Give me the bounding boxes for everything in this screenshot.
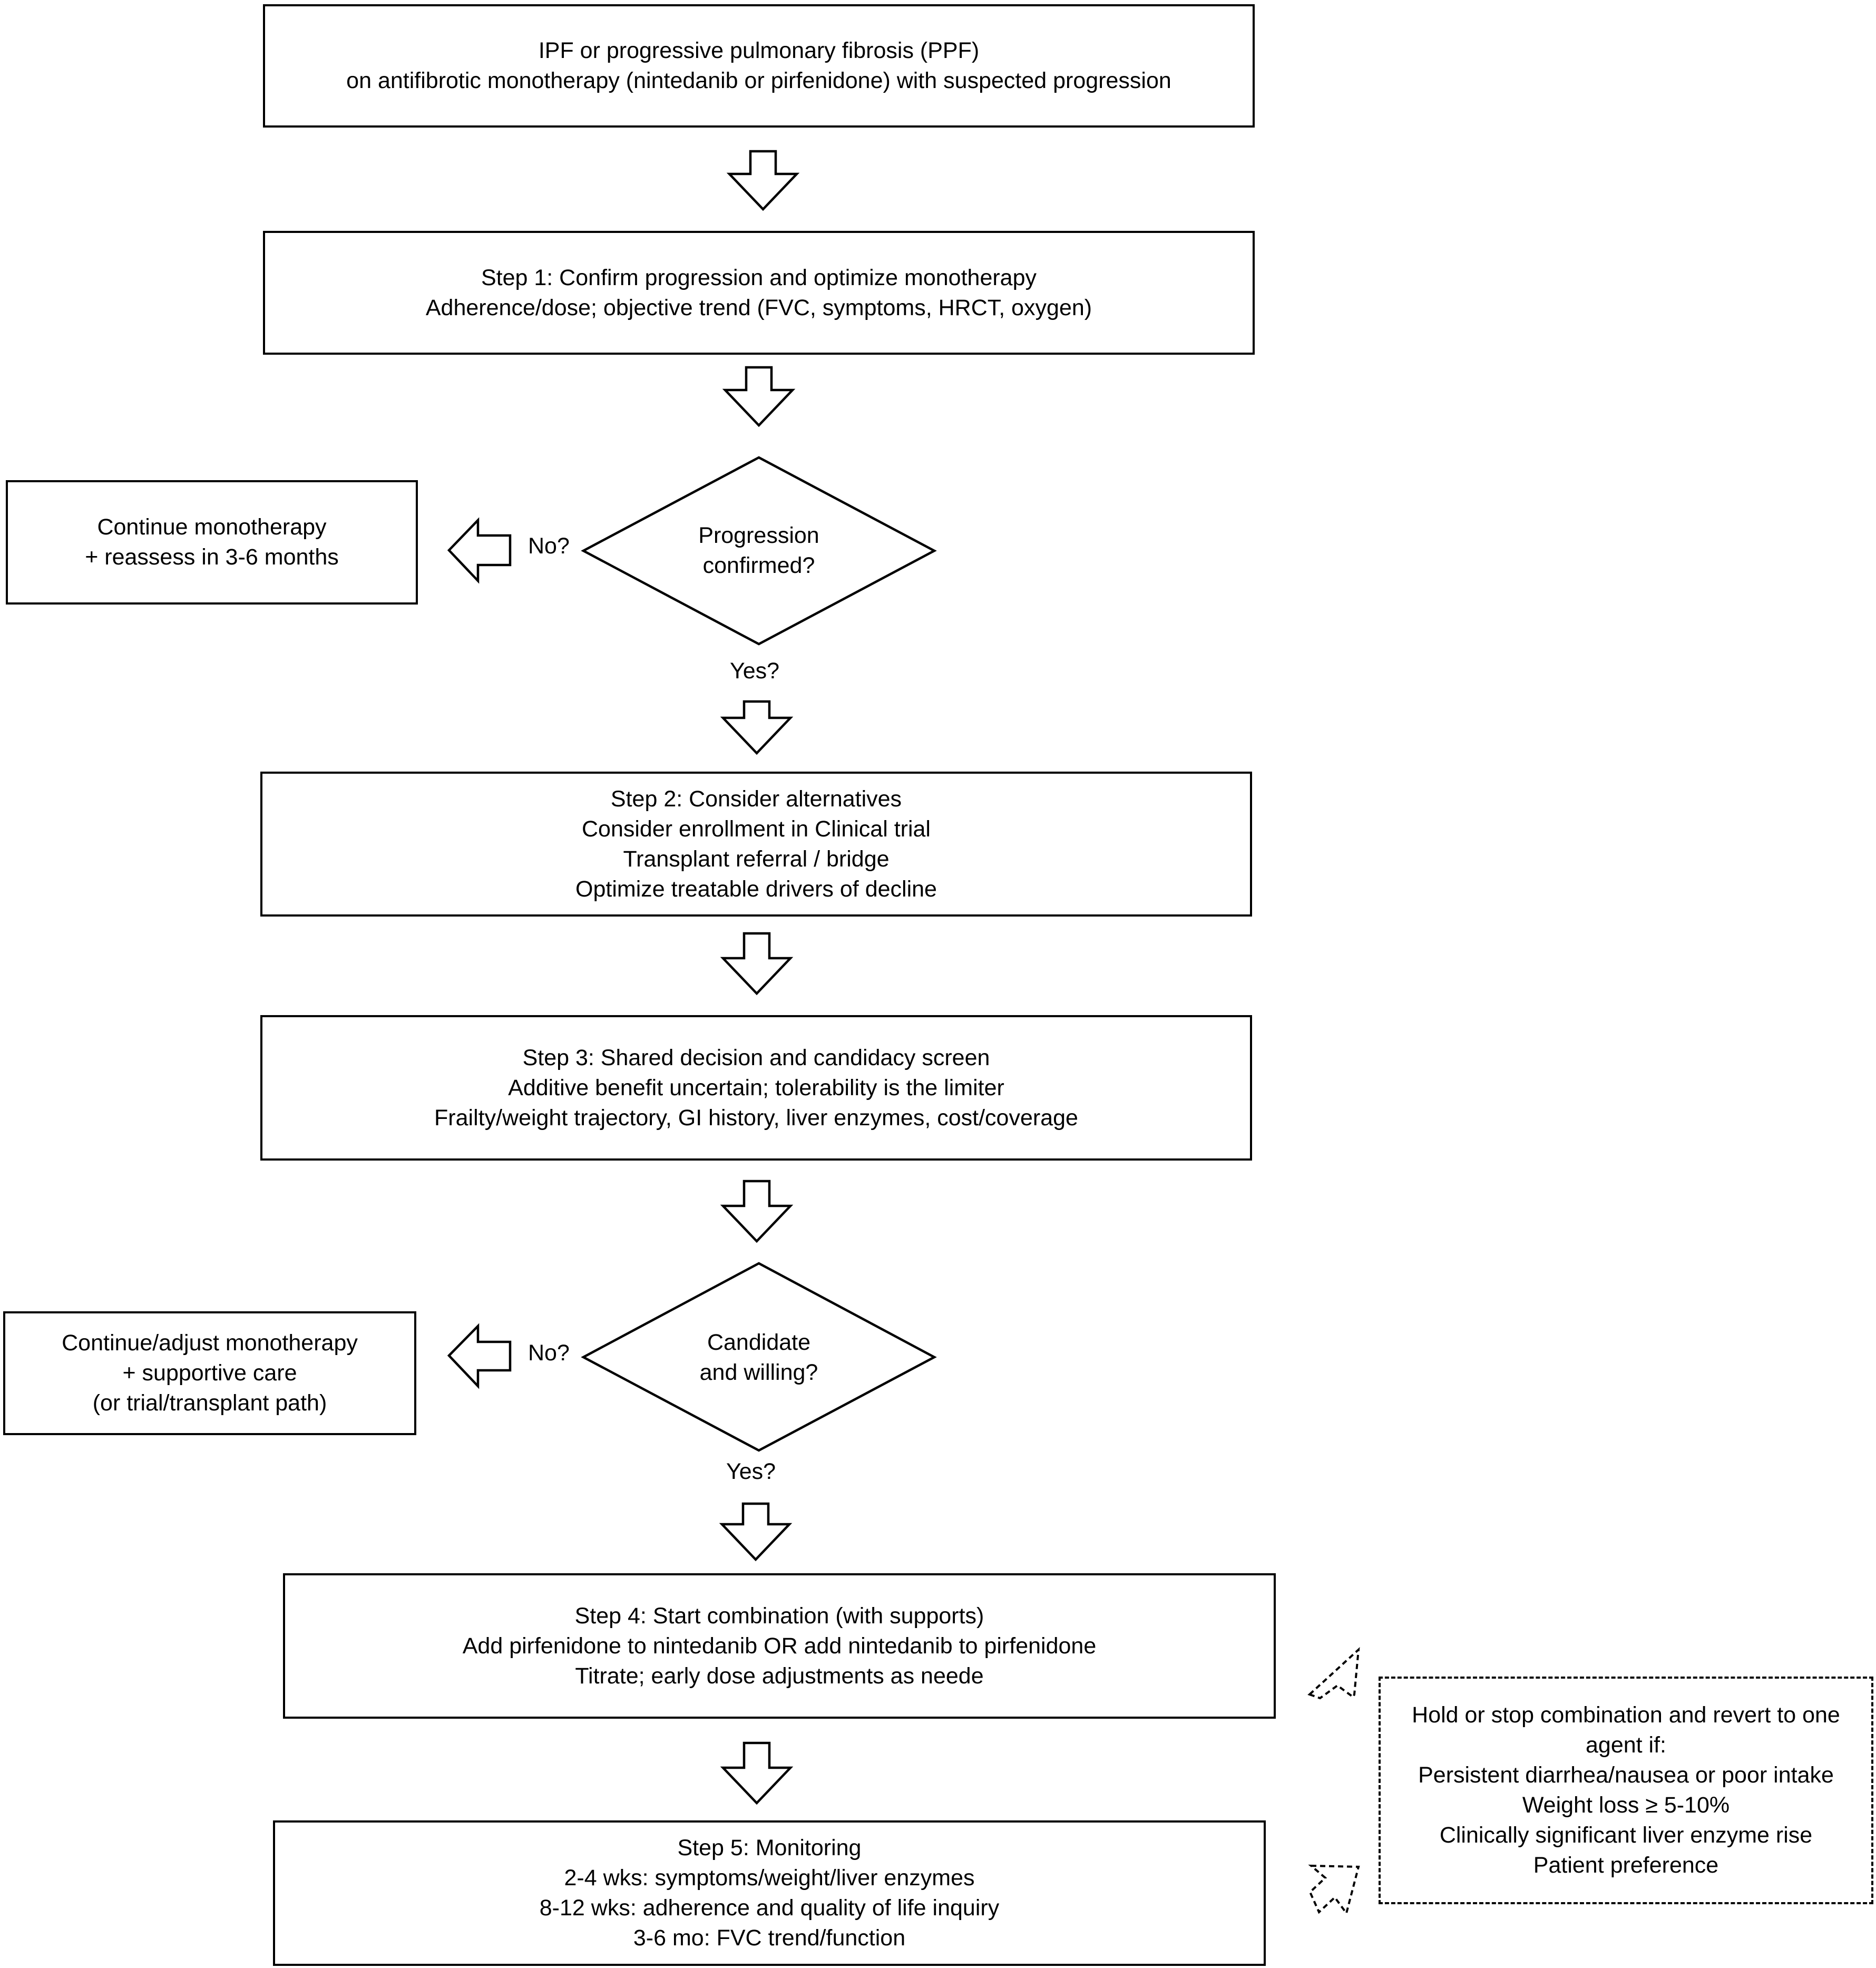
step1-title: Step 1: Confirm progression and optimize… — [481, 265, 1037, 290]
decision1-yes-label: Yes? — [730, 658, 780, 684]
step3-line-2: Additive benefit uncertain; tolerability… — [508, 1075, 1004, 1100]
hold-line-1: Hold or stop combination and revert to o… — [1412, 1702, 1840, 1728]
start-line-1: IPF or progressive pulmonary fibrosis (P… — [538, 38, 980, 63]
arrow-decision2-to-step4 — [719, 1502, 793, 1562]
step2-box: Step 2: Consider alternatives Consider e… — [260, 772, 1252, 917]
decision1-no-label: No? — [528, 533, 570, 559]
decision2-no-label: No? — [528, 1340, 570, 1366]
arrow-start-to-step1 — [726, 150, 800, 211]
arrow-no2-left — [447, 1323, 512, 1389]
decision1-line-2: confirmed? — [702, 553, 815, 578]
no1-line-2: + reassess in 3-6 months — [85, 544, 339, 570]
step1-box: Step 1: Confirm progression and optimize… — [263, 231, 1255, 355]
step2-line-4: Optimize treatable drivers of decline — [575, 876, 937, 902]
decision1-text: Progression confirmed? — [653, 514, 864, 588]
hold-line-4: Weight loss ≥ 5-10% — [1522, 1792, 1730, 1818]
step3-box: Step 3: Shared decision and candidacy sc… — [260, 1015, 1252, 1161]
step2-title: Step 2: Consider alternatives — [610, 786, 902, 812]
decision2-text: Candidate and willing? — [653, 1321, 864, 1395]
arrow-step1-to-decision1 — [722, 366, 796, 427]
step4-line-3: Titrate; early dose adjustments as neede — [575, 1663, 984, 1689]
decision2-line-1: Candidate — [707, 1330, 811, 1355]
dashed-arrow-to-step5 — [1308, 1864, 1360, 1916]
arrow-step2-to-step3 — [720, 932, 794, 996]
step3-line-3: Frailty/weight trajectory, GI history, l… — [434, 1105, 1078, 1131]
decision-candidate-diamond — [581, 1262, 937, 1452]
step5-title: Step 5: Monitoring — [677, 1835, 862, 1860]
step2-line-3: Transplant referral / bridge — [623, 846, 890, 872]
no2-line-3: (or trial/transplant path) — [92, 1390, 327, 1416]
no1-line-1: Continue monotherapy — [97, 514, 327, 540]
arrow-decision1-to-step2 — [720, 700, 794, 755]
decision2-yes-label: Yes? — [726, 1459, 776, 1484]
decision-progression-diamond — [581, 456, 937, 646]
arrow-step3-to-decision2 — [720, 1180, 794, 1243]
step3-title: Step 3: Shared decision and candidacy sc… — [522, 1045, 990, 1070]
hold-line-6: Patient preference — [1533, 1853, 1719, 1878]
arrow-no1-left — [447, 517, 512, 584]
step4-title: Step 4: Start combination (with supports… — [574, 1603, 984, 1629]
hold-stop-box: Hold or stop combination and revert to o… — [1379, 1677, 1873, 1904]
dashed-arrow-to-step4 — [1307, 1647, 1360, 1700]
step5-line-2: 2-4 wks: symptoms/weight/liver enzymes — [564, 1865, 975, 1891]
arrow-step4-to-step5 — [720, 1741, 794, 1805]
no2-line-1: Continue/adjust monotherapy — [62, 1330, 358, 1356]
step5-line-3: 8-12 wks: adherence and quality of life … — [539, 1895, 1000, 1921]
decision2-line-2: and willing? — [699, 1360, 818, 1385]
no1-box: Continue monotherapy + reassess in 3-6 m… — [6, 480, 418, 605]
decision1-line-1: Progression — [698, 523, 819, 548]
step4-box: Step 4: Start combination (with supports… — [283, 1573, 1276, 1719]
no2-line-2: + supportive care — [122, 1360, 297, 1386]
step2-line-2: Consider enrollment in Clinical trial — [582, 816, 931, 842]
hold-line-3: Persistent diarrhea/nausea or poor intak… — [1418, 1762, 1834, 1788]
hold-line-5: Clinically significant liver enzyme rise — [1439, 1823, 1813, 1848]
no2-box: Continue/adjust monotherapy + supportive… — [3, 1311, 416, 1435]
hold-line-2: agent if: — [1586, 1732, 1666, 1758]
step1-detail: Adherence/dose; objective trend (FVC, sy… — [425, 295, 1092, 320]
step5-box: Step 5: Monitoring 2-4 wks: symptoms/wei… — [273, 1820, 1266, 1966]
step5-line-4: 3-6 mo: FVC trend/function — [633, 1925, 906, 1951]
start-box: IPF or progressive pulmonary fibrosis (P… — [263, 4, 1255, 128]
step4-line-2: Add pirfenidone to nintedanib OR add nin… — [462, 1633, 1097, 1659]
start-line-2: on antifibrotic monotherapy (nintedanib … — [346, 68, 1171, 93]
